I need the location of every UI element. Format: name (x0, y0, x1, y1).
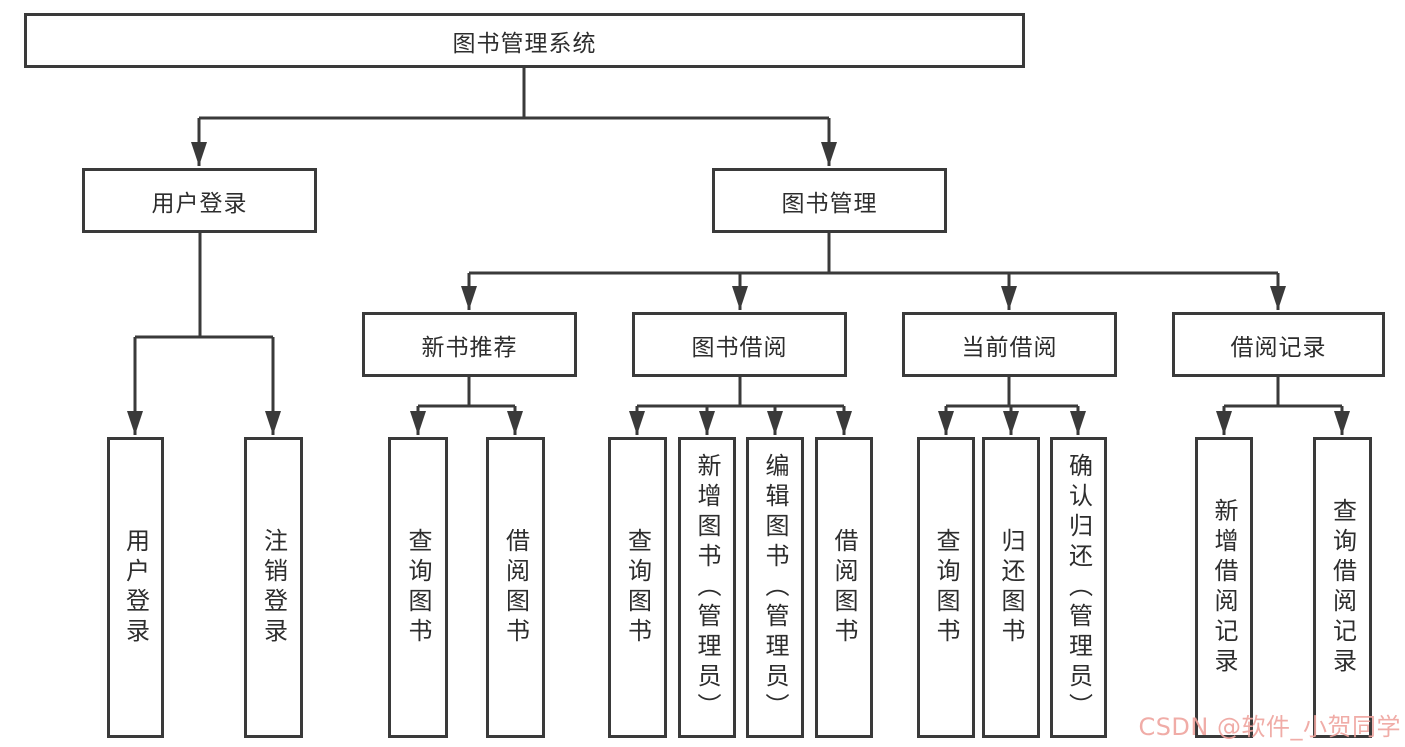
leaf-user-login: 用户登录 (107, 437, 164, 738)
node-new-book-recommend: 新书推荐 (362, 312, 577, 377)
node-borrow-records: 借阅记录 (1172, 312, 1385, 377)
leaf-logout: 注销登录 (244, 437, 303, 738)
connector-book-borrow-to-leaves (629, 377, 852, 435)
node-current-borrow: 当前借阅 (902, 312, 1117, 377)
connector-borrow-records-to-leaves (1216, 377, 1350, 435)
connector-current-borrow-to-leaves (938, 377, 1086, 435)
connector-new-book-recommend-to-leaves (410, 377, 523, 435)
node-book-management: 图书管理 (712, 168, 947, 233)
leaf-confirm-return-admin: 确认归还（管理员） (1050, 437, 1107, 738)
node-book-borrow: 图书借阅 (632, 312, 847, 377)
leaf-query-books-borrow: 查询图书 (608, 437, 667, 738)
watermark-text: CSDN @软件_小贺同学 (1138, 713, 1401, 741)
leaf-edit-book-admin: 编辑图书（管理员） (746, 437, 804, 738)
leaf-add-borrow-record: 新增借阅记录 (1195, 437, 1253, 738)
connector-user-login-to-leaves (127, 233, 281, 435)
leaf-borrow-books: 借阅图书 (815, 437, 873, 738)
leaf-query-borrow-record: 查询借阅记录 (1313, 437, 1372, 738)
leaf-query-books-current: 查询图书 (917, 437, 975, 738)
node-user-login: 用户登录 (82, 168, 317, 233)
connector-root-to-level2 (191, 68, 837, 166)
leaf-return-book: 归还图书 (982, 437, 1040, 738)
leaf-borrow-books-recommend: 借阅图书 (486, 437, 545, 738)
leaf-add-book-admin: 新增图书（管理员） (678, 437, 736, 738)
leaf-query-books-recommend: 查询图书 (388, 437, 448, 738)
node-library-management-system: 图书管理系统 (24, 13, 1025, 68)
connector-book-management-to-level3 (461, 233, 1286, 310)
